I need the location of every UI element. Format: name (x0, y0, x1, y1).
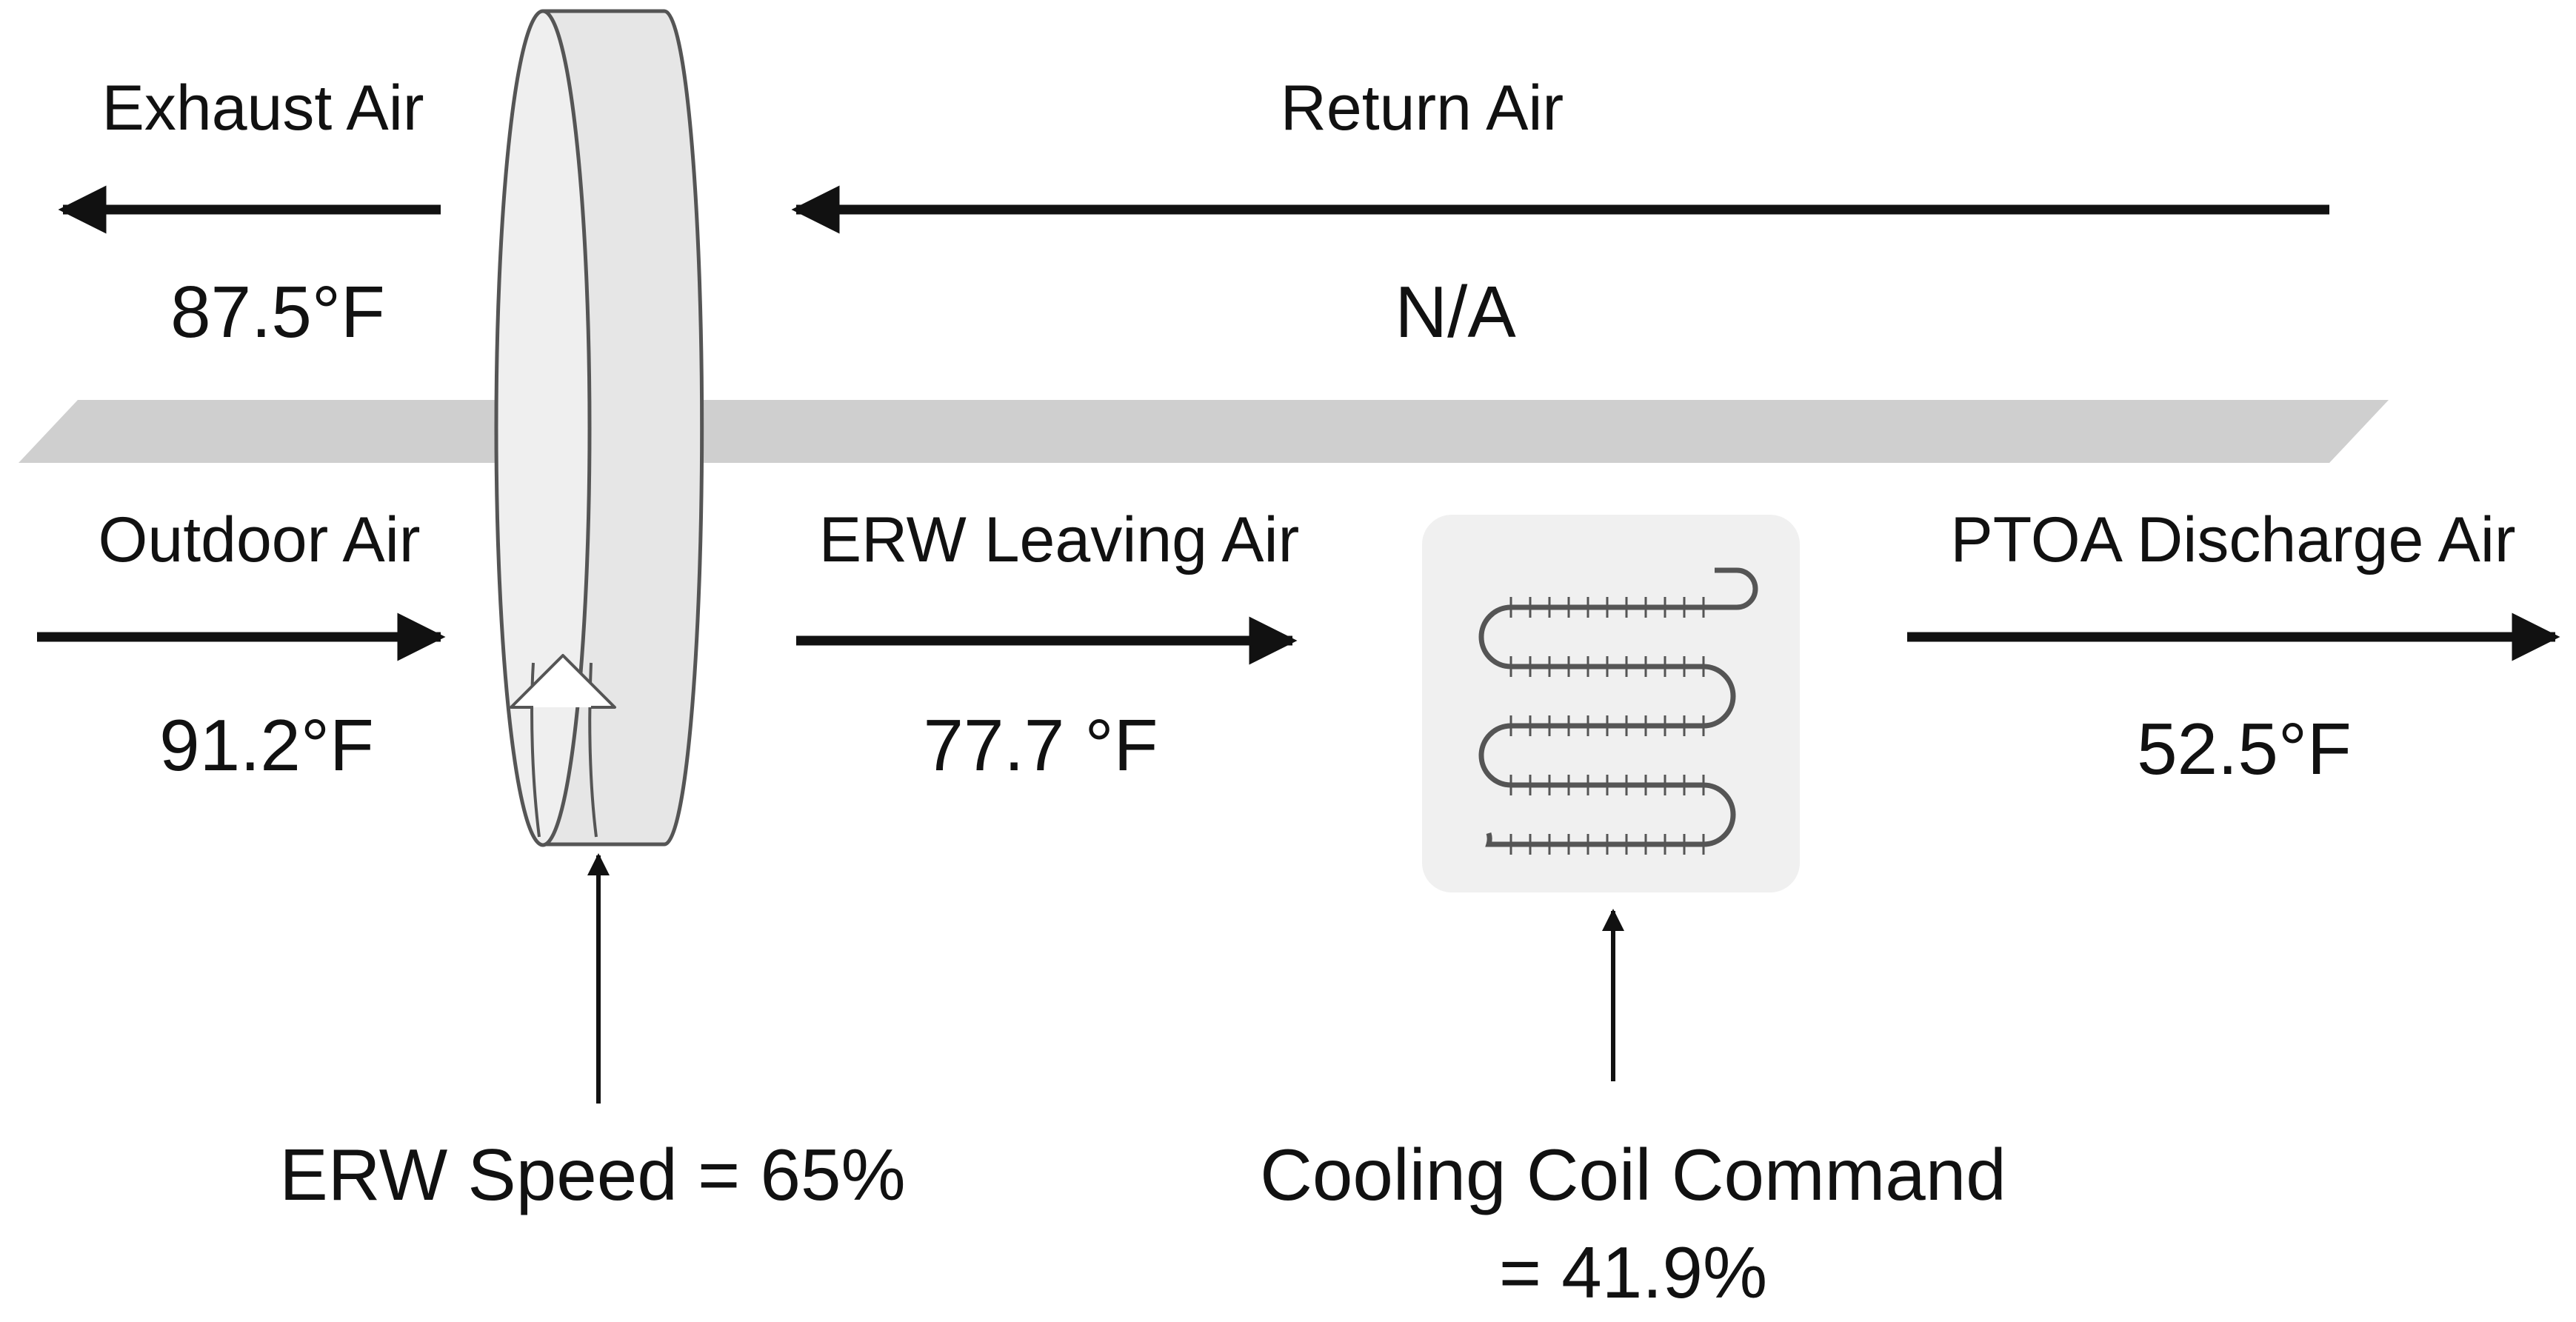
return-air-value: N/A (1395, 271, 1516, 353)
ptoa-discharge-air-label: PTOA Discharge Air (1950, 504, 2515, 575)
duct-divider-left (19, 400, 578, 463)
exhaust-air-label: Exhaust Air (102, 73, 424, 144)
outdoor-air-label: Outdoor Air (99, 504, 421, 575)
energy-recovery-wheel-icon (494, 9, 704, 847)
cooling-coil-icon (1422, 515, 1800, 892)
return-air-label: Return Air (1281, 73, 1564, 144)
cooling-coil-command-value: = 41.9% (1499, 1232, 1767, 1313)
cooling-coil-command-label: Cooling Coil Command (1260, 1134, 2006, 1215)
erw-leaving-air-label: ERW Leaving Air (819, 504, 1300, 575)
erw-speed-label: ERW Speed = 65% (279, 1134, 905, 1215)
rotation-arrow-icon (510, 654, 616, 709)
outdoor-air-temp: 91.2°F (159, 704, 374, 786)
coil-fins (1509, 597, 1705, 855)
duct-divider-right (622, 400, 2389, 463)
ptoa-discharge-air-temp: 52.5°F (2137, 708, 2352, 789)
erw-leaving-air-temp: 77.7 °F (923, 704, 1158, 786)
exhaust-air-temp: 87.5°F (170, 271, 385, 353)
